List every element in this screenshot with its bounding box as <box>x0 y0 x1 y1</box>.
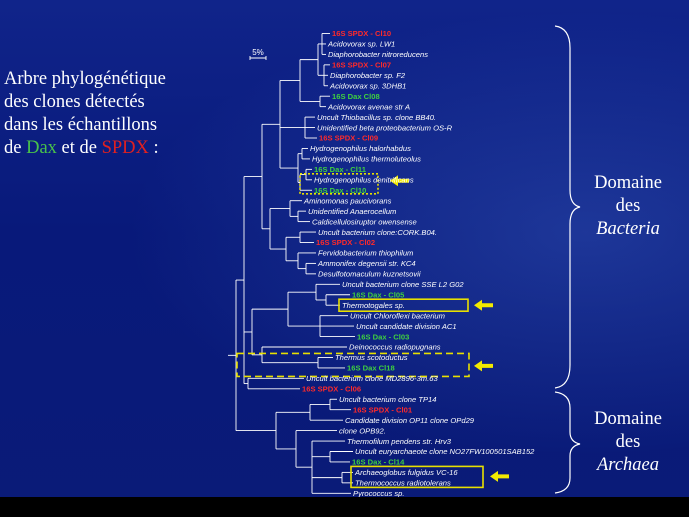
species-label: Uncult candidate division AC1 <box>356 322 457 331</box>
domain-bacteria-line-3: Bacteria <box>596 219 660 239</box>
highlight-box-archaea <box>350 465 484 489</box>
species-label: Candidate division OP11 clone OPd29 <box>345 416 475 425</box>
species-label: Uncult bacterium clone MD2896-3m.63 <box>306 374 438 383</box>
species-label: Aminomonas paucivorans <box>303 196 392 205</box>
title-suffix: : <box>148 138 159 158</box>
species-label: Acidovorax sp. 3DHB1 <box>329 81 406 90</box>
domain-archaea-line-2: des <box>615 432 641 452</box>
slide-title: Arbre phylogénétique des clones détectés… <box>4 68 304 160</box>
dax-clone-label: 16S Dax - Cl05 <box>352 290 405 299</box>
species-label: Thermofilum pendens str. Hrv3 <box>347 437 452 446</box>
species-label: Archaeoglobus fulgidus VC-16 <box>354 468 458 477</box>
species-label: Ammonifex degensii str. KC4 <box>317 259 416 268</box>
domain-archaea-line-1: Domaine <box>594 409 662 429</box>
species-label: Fervidobacterium thiophilum <box>318 249 413 258</box>
highlight-box-hydrogenophilus <box>299 173 379 195</box>
arrow-icon <box>490 470 509 482</box>
scale-bar-line <box>249 56 267 60</box>
domain-bacteria-line-2: des <box>615 196 641 216</box>
dax-clone-label: 16S Dax Cl08 <box>332 92 380 101</box>
domain-archaea-label: Domaine des Archaea <box>583 408 673 477</box>
species-label: Acidovorax avenae str A <box>327 102 410 111</box>
arrow-icon <box>474 299 493 311</box>
species-label: Acidovorax sp. LW1 <box>327 40 395 49</box>
highlight-box-thermus <box>236 352 470 378</box>
bacteria-brace <box>554 25 581 389</box>
species-label: Unidentified beta proteobacterium OS-R <box>317 123 453 132</box>
arrow-icon <box>390 175 409 187</box>
scale-bar: 5% <box>249 48 267 60</box>
highlight-arrows <box>390 175 509 482</box>
archaea-brace <box>554 391 581 494</box>
species-label: Uncult Chloroflexi bacterium <box>350 311 445 320</box>
title-mid: et de <box>56 138 102 158</box>
title-line-4: de Dax et de SPDX : <box>4 137 304 160</box>
species-label: Diaphorobacter nitroreducens <box>328 50 428 59</box>
dax-clone-label: 16S Dax - Cl14 <box>352 458 405 467</box>
spdx-clone-label: 16S SPDX - Cl09 <box>319 134 378 143</box>
species-label: Uncult euryarchaeote clone NO27FW100501S… <box>355 447 535 456</box>
scale-bar-label: 5% <box>252 48 264 57</box>
bottom-bar <box>0 497 689 517</box>
spdx-clone-label: 16S SPDX - Cl10 <box>332 29 391 38</box>
species-label: Thermococcus radiotolerans <box>355 479 451 488</box>
arrow-icon <box>474 360 493 372</box>
domain-bacteria-label: Domaine des Bacteria <box>583 172 673 241</box>
tree-branches <box>228 33 355 494</box>
species-label: Desulfotomaculum kuznetsovii <box>318 270 421 279</box>
species-label: Uncult Thiobacillus sp. clone BB40. <box>317 113 436 122</box>
spdx-clone-label: 16S SPDX - Cl06 <box>302 385 361 394</box>
species-label: Uncult bacterium clone SSE L2 G02 <box>342 280 464 289</box>
species-label: Hydrogenophilus denitrificans <box>314 176 414 185</box>
domain-bacteria-line-1: Domaine <box>594 173 662 193</box>
dax-clone-label: 16S Dax - Cl11 <box>314 165 367 174</box>
species-label: Uncult bacterium clone TP14 <box>339 395 437 404</box>
species-label: Hydrogenophilus thermoluteolus <box>312 155 421 164</box>
highlight-box-thermotogales <box>338 298 469 313</box>
title-line-2: des clones détectés <box>4 92 145 112</box>
species-label: Caldicellulosiruptor owensense <box>312 217 417 226</box>
species-label: Hydrogenophilus halorhabdus <box>310 144 411 153</box>
species-label: clone OPB92. <box>339 426 386 435</box>
species-label: Thermus scotoductus <box>335 353 408 362</box>
spdx-clone-label: 16S SPDX - Cl02 <box>316 238 375 247</box>
title-prefix: de <box>4 138 27 158</box>
title-dax: Dax <box>26 138 57 158</box>
spdx-clone-label: 16S SPDX - Cl07 <box>332 61 391 70</box>
spdx-clone-label: 16S SPDX - Cl01 <box>353 405 413 414</box>
domain-archaea-line-3: Archaea <box>597 455 659 475</box>
species-label: Deinococcus radiopugnans <box>349 343 441 352</box>
dax-clone-label: 16S Dax Cl18 <box>347 364 395 373</box>
species-label: Pyrococcus sp. <box>353 489 405 498</box>
title-line-1: Arbre phylogénétique <box>4 69 166 89</box>
highlight-boxes <box>236 173 484 489</box>
species-label: Diaphorobacter sp. F2 <box>330 71 406 80</box>
title-line-3: dans les échantillons <box>4 115 158 135</box>
domain-braces <box>554 25 581 494</box>
dax-clone-label: 16S Dax - Cl03 <box>357 332 409 341</box>
dax-clone-label: 16S Dax - Cl10 <box>314 186 366 195</box>
species-label: Uncult bacterium clone:CORK.B04. <box>318 228 437 237</box>
species-label: Thermotogales sp. <box>342 301 405 310</box>
title-spdx: SPDX <box>101 138 149 158</box>
species-label: Unidentified Anaerocellum <box>308 207 396 216</box>
